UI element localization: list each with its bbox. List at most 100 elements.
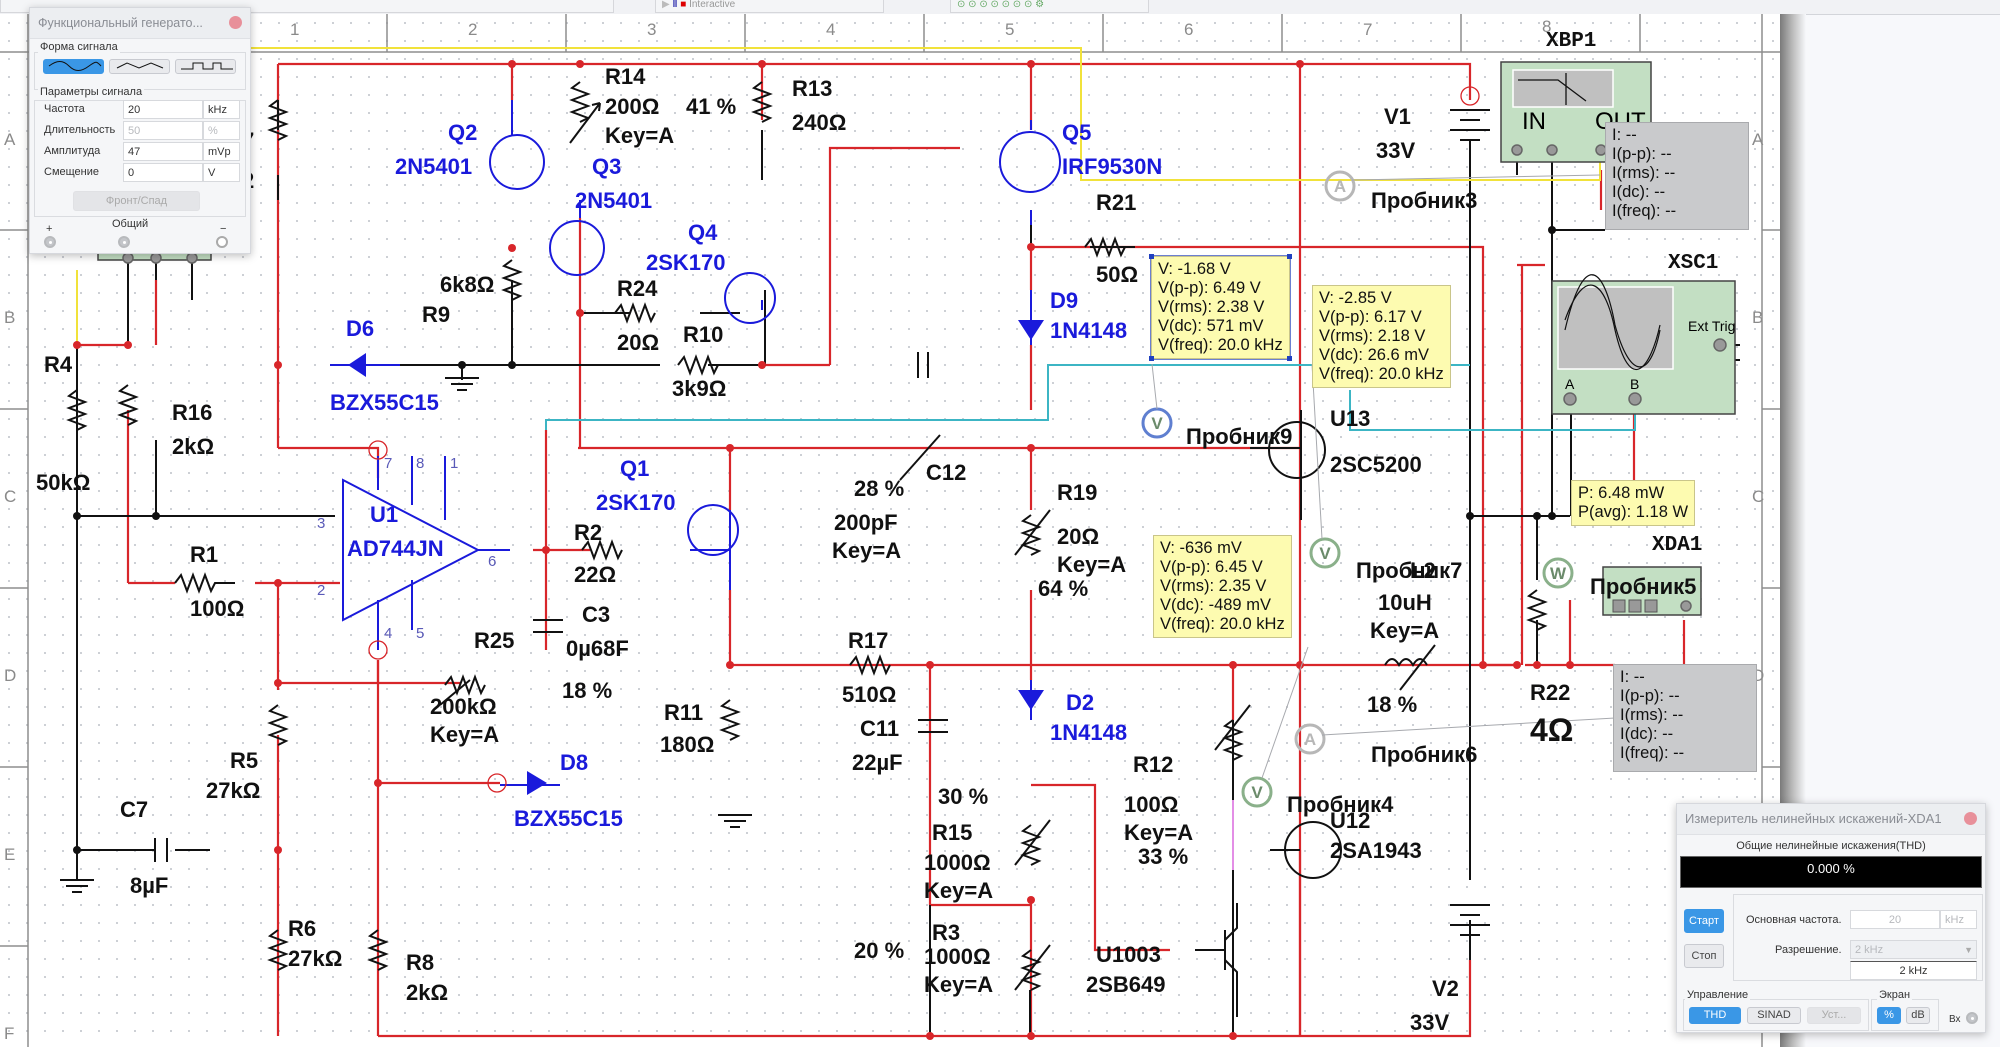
r4-ref[interactable]: R4 bbox=[44, 352, 73, 377]
probe9-label[interactable]: Пробник9 bbox=[1186, 424, 1293, 449]
amplitude-unit[interactable]: mVp bbox=[203, 142, 240, 161]
probe-toolbar[interactable]: ⊙ ⊙ ⊙ ⊙ ⊙ ⊙ ⊙ ⚙ bbox=[950, 0, 1149, 13]
probe-readout-power[interactable]: P: 6.48 mW P(avg): 1.18 W bbox=[1571, 480, 1696, 526]
resize-handle[interactable] bbox=[1286, 356, 1292, 361]
r1-ref[interactable]: R1 bbox=[190, 542, 219, 567]
c11-ref[interactable]: C11 bbox=[860, 716, 900, 741]
start-button[interactable]: Старт bbox=[1684, 909, 1724, 933]
fundamental-frequency-unit[interactable]: kHz bbox=[1940, 910, 1977, 929]
q2-ref[interactable]: Q2 bbox=[448, 120, 478, 145]
minus-terminal[interactable] bbox=[216, 236, 228, 248]
common-terminal[interactable] bbox=[118, 236, 130, 248]
q4-ref[interactable]: Q4 bbox=[688, 220, 718, 245]
r10-ref[interactable]: R10 bbox=[683, 322, 724, 347]
probe3-label[interactable]: Пробник3 bbox=[1371, 188, 1478, 213]
function-generator-titlebar[interactable]: Функциональный генерато... bbox=[30, 8, 250, 39]
probe4-label[interactable]: Пробник4 bbox=[1287, 792, 1394, 817]
r2-ref[interactable]: R2 bbox=[574, 520, 603, 545]
r11-ref[interactable]: R11 bbox=[664, 700, 704, 725]
percent-display-button[interactable]: % bbox=[1877, 1007, 1901, 1024]
u12-ref[interactable]: U12 bbox=[1330, 808, 1371, 833]
r21-ref[interactable]: R21 bbox=[1096, 190, 1137, 215]
d9-ref[interactable]: D9 bbox=[1050, 288, 1079, 313]
r12-ref[interactable]: R12 bbox=[1133, 752, 1174, 777]
probe6-label[interactable]: Пробник6 bbox=[1371, 742, 1478, 767]
r15-ref[interactable]: R15 bbox=[932, 820, 973, 845]
input-terminal[interactable] bbox=[1966, 1012, 1978, 1024]
run-icon[interactable]: ▶ bbox=[662, 0, 670, 10]
plus-terminal[interactable] bbox=[44, 236, 56, 248]
r25-ref[interactable]: R25 bbox=[474, 628, 515, 653]
stop-icon[interactable]: ■ bbox=[680, 0, 687, 10]
function-generator-window[interactable]: Функциональный генерато... Форма сигнала… bbox=[29, 7, 251, 254]
r5-ref[interactable]: R5 bbox=[230, 748, 259, 773]
probe-readout-current-bottom[interactable]: I: -- I(p-p): -- I(rms): -- I(dc): -- I(… bbox=[1613, 664, 1757, 772]
rise-fall-button[interactable]: Фронт/Спад bbox=[73, 191, 200, 211]
probe-readout-voltage-c[interactable]: V: -636 mV V(p-p): 6.45 V V(rms): 2.35 V… bbox=[1153, 535, 1292, 638]
sinad-mode-button[interactable]: SINAD bbox=[1747, 1007, 1801, 1024]
settings-button[interactable]: Уст... bbox=[1807, 1007, 1861, 1024]
d8-ref[interactable]: D8 bbox=[560, 750, 589, 775]
xsc1-ref[interactable]: XSC1 bbox=[1668, 252, 1719, 275]
stop-button[interactable]: Стоп bbox=[1684, 944, 1724, 968]
d2-ref[interactable]: D2 bbox=[1066, 690, 1095, 715]
probe5-label[interactable]: Пробник5 bbox=[1590, 574, 1697, 599]
xbp1-ref[interactable]: XBP1 bbox=[1546, 30, 1597, 53]
close-icon[interactable] bbox=[229, 16, 242, 29]
c12-ref[interactable]: C12 bbox=[926, 460, 967, 485]
r6-ref[interactable]: R6 bbox=[288, 916, 317, 941]
v2-ref[interactable]: V2 bbox=[1432, 976, 1459, 1001]
probe-readout-voltage-b[interactable]: V: -2.85 V V(p-p): 6.17 V V(rms): 2.18 V… bbox=[1312, 285, 1451, 388]
r19-ref[interactable]: R19 bbox=[1057, 480, 1098, 505]
svg-text:2: 2 bbox=[317, 582, 325, 599]
u1003-ref[interactable]: U1003 bbox=[1096, 942, 1161, 967]
probe-readout-voltage-a[interactable]: V: -1.68 V V(p-p): 6.49 V V(rms): 2.38 V… bbox=[1149, 254, 1292, 361]
chevron-down-icon[interactable]: ▼ bbox=[1964, 945, 1973, 955]
offset-unit[interactable]: V bbox=[203, 163, 240, 182]
r17-ref[interactable]: R17 bbox=[848, 628, 889, 653]
u13-ref[interactable]: U13 bbox=[1330, 406, 1371, 431]
l2-ref[interactable]: L2 bbox=[1410, 558, 1436, 583]
r13-ref[interactable]: R13 bbox=[792, 76, 833, 101]
r8-ref[interactable]: R8 bbox=[406, 950, 435, 975]
duty-cycle-unit[interactable]: % bbox=[203, 121, 240, 140]
c3-ref[interactable]: C3 bbox=[582, 602, 611, 627]
r24-ref[interactable]: R24 bbox=[617, 276, 658, 301]
close-icon[interactable] bbox=[1964, 812, 1977, 825]
u1-ref[interactable]: U1 bbox=[370, 502, 399, 527]
v1-ref[interactable]: V1 bbox=[1384, 104, 1411, 129]
r16-ref[interactable]: R16 bbox=[172, 400, 213, 425]
sine-wave-button[interactable] bbox=[43, 59, 104, 74]
resize-handle[interactable] bbox=[1286, 254, 1292, 259]
square-wave-button[interactable] bbox=[175, 59, 236, 74]
q5-ref[interactable]: Q5 bbox=[1062, 120, 1092, 145]
r9-ref[interactable]: R9 bbox=[422, 302, 451, 327]
offset-input[interactable]: 0 bbox=[123, 163, 203, 182]
q1-ref[interactable]: Q1 bbox=[620, 456, 650, 481]
sim-mode-label[interactable]: Interactive bbox=[689, 0, 736, 10]
distortion-analyzer-window[interactable]: Измеритель нелинейных искажений-XDA1 Общ… bbox=[1676, 803, 1986, 1033]
q3-ref[interactable]: Q3 bbox=[592, 154, 622, 179]
probe-readout-current-top[interactable]: I: -- I(p-p): -- I(rms): -- I(dc): -- I(… bbox=[1605, 122, 1749, 230]
pause-icon[interactable]: ‖ bbox=[672, 0, 678, 10]
xda1-ref[interactable]: XDA1 bbox=[1652, 534, 1703, 557]
r22-ref[interactable]: R22 bbox=[1530, 680, 1571, 705]
probe7-label[interactable]: Пробник7 bbox=[1356, 558, 1463, 583]
r16-value: 2kΩ bbox=[172, 434, 215, 459]
r3-ref[interactable]: R3 bbox=[932, 920, 961, 945]
amplitude-input[interactable]: 47 bbox=[123, 142, 203, 161]
resize-handle[interactable] bbox=[1149, 356, 1154, 361]
triangle-wave-button[interactable] bbox=[109, 59, 170, 74]
thd-mode-button[interactable]: THD bbox=[1689, 1007, 1741, 1024]
frequency-input[interactable]: 20 bbox=[123, 100, 203, 119]
r14-ref[interactable]: R14 bbox=[605, 64, 646, 89]
db-display-button[interactable]: dB bbox=[1906, 1007, 1930, 1024]
c7-ref[interactable]: C7 bbox=[120, 797, 149, 822]
distortion-analyzer-titlebar[interactable]: Измеритель нелинейных искажений-XDA1 bbox=[1677, 804, 1985, 835]
resolution-select[interactable]: 2 kHz ▼ bbox=[1850, 940, 1977, 959]
fundamental-frequency-input[interactable]: 20 bbox=[1850, 910, 1940, 929]
resize-handle[interactable] bbox=[1149, 254, 1154, 259]
d6-ref[interactable]: D6 bbox=[346, 316, 375, 341]
frequency-unit[interactable]: kHz bbox=[203, 100, 240, 119]
duty-cycle-input[interactable]: 50 bbox=[123, 121, 203, 140]
